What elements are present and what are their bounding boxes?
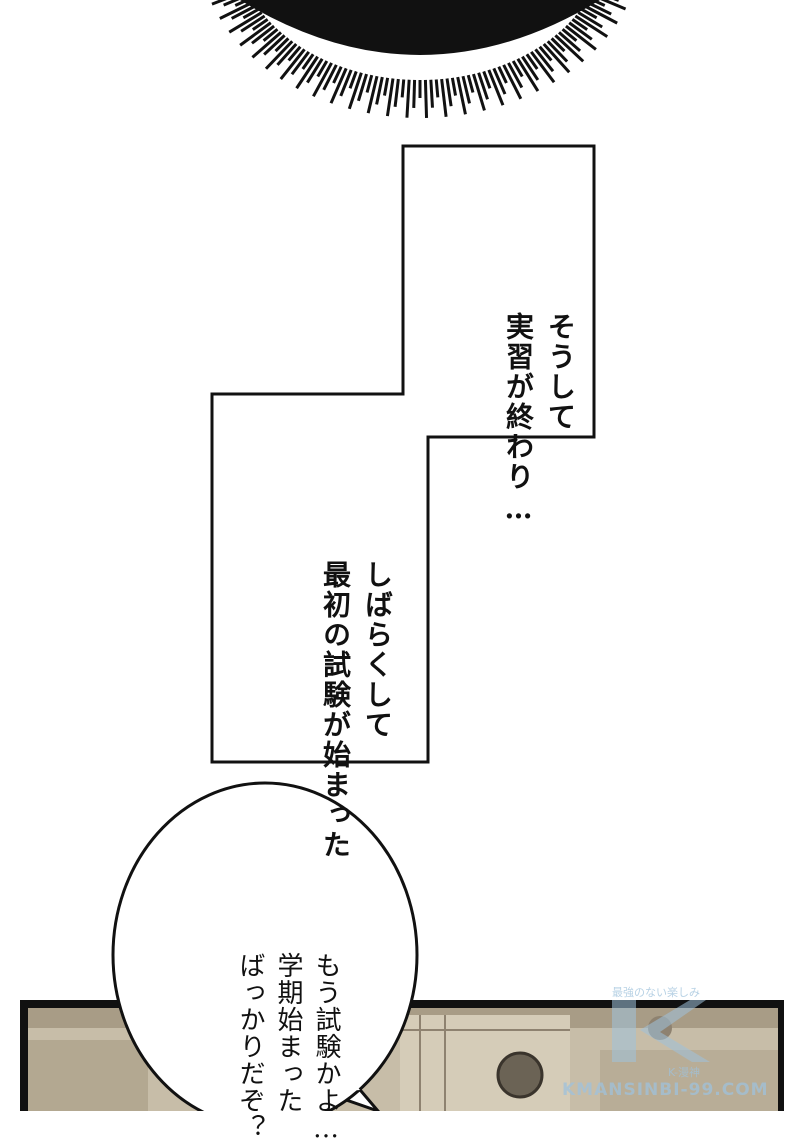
manga-page: そうして 実習が終わり… しばらくして 最初の試験が始まった もう試験かよ… 学… — [20, 0, 784, 1145]
caption-2-line-2: 最初の試験が始まった — [319, 560, 352, 860]
bubble-line-2: 学期始まった — [273, 952, 303, 1114]
watermark-tagline: 最強のない楽しみ — [612, 986, 700, 999]
speech-bubble — [111, 781, 419, 1111]
speech-bubble-text: もう試験かよ… 学期始まった ばっかりだぞ？ — [193, 828, 383, 1145]
caption-1-line-2: 実習が終わり… — [502, 312, 535, 527]
top-burst-effect — [211, 0, 627, 118]
wall-clock — [496, 1051, 544, 1099]
watermark-url: KMANSINBI-99.COM — [562, 1080, 769, 1100]
caption-1-line-1: そうして — [544, 312, 577, 432]
caption-1-text: そうして 実習が終わり… — [455, 172, 623, 527]
bubble-line-3: ばっかりだぞ？ — [235, 952, 265, 1141]
caption-2-line-1: しばらくして — [361, 560, 394, 740]
watermark-brand: K-漫神 — [668, 1066, 701, 1079]
bubble-line-1: もう試験かよ… — [311, 952, 341, 1145]
watermark-logo — [612, 1000, 710, 1062]
caption-2-text: しばらくして 最初の試験が始まった — [272, 420, 440, 860]
caption-box-outline — [210, 144, 596, 764]
